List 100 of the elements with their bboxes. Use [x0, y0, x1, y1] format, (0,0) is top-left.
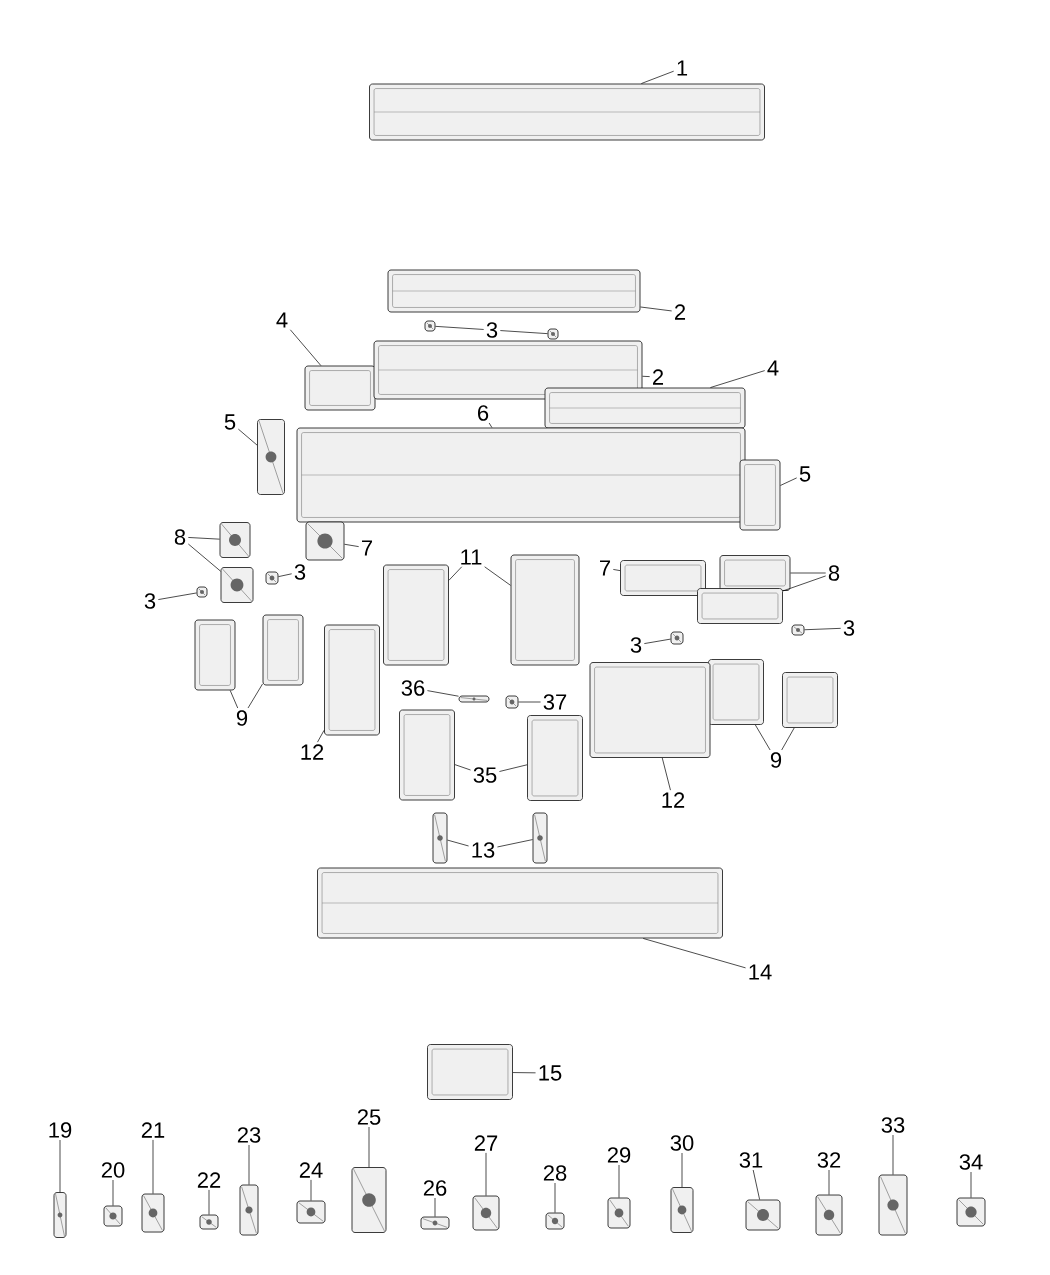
- leader-line: [187, 543, 221, 572]
- part-drawing: [369, 83, 765, 141]
- part-drawing: [527, 715, 583, 801]
- callout-number: 12: [662, 792, 685, 808]
- leader-line: [681, 1152, 683, 1188]
- leader-line: [187, 537, 220, 540]
- part-drawing: [589, 662, 711, 758]
- leader-line: [642, 375, 651, 377]
- part-drawing: [697, 588, 783, 624]
- callout-number: 3: [630, 637, 642, 653]
- part-drawing: [607, 1197, 631, 1229]
- callout-number: 19: [49, 1122, 72, 1138]
- leader-line: [640, 306, 673, 312]
- leader-line: [618, 1164, 620, 1198]
- part-drawing: [427, 1044, 513, 1100]
- callout-number: 27: [474, 1135, 498, 1151]
- leader-line: [435, 326, 485, 330]
- part-drawing: [296, 1200, 326, 1224]
- part-drawing: [53, 1192, 67, 1238]
- leader-line: [518, 701, 541, 703]
- callout-number: 4: [276, 312, 288, 328]
- leader-line: [248, 1144, 250, 1185]
- leader-line: [427, 690, 459, 697]
- callout-number: 7: [600, 560, 610, 576]
- callout-number: 6: [478, 405, 489, 421]
- leader-line: [208, 1189, 210, 1215]
- callout-number: 8: [828, 565, 840, 581]
- leader-line: [828, 1169, 830, 1195]
- part-drawing: [791, 624, 805, 636]
- callout-number: 20: [101, 1162, 125, 1178]
- callout-number: 11: [461, 549, 482, 565]
- callout-number: 35: [473, 767, 497, 783]
- part-drawing: [305, 521, 345, 561]
- part-drawing: [782, 672, 838, 728]
- part-drawing: [239, 1184, 259, 1236]
- leader-line: [752, 1169, 760, 1200]
- leader-line: [488, 422, 493, 428]
- callout-number: 3: [144, 593, 156, 609]
- callout-number: 37: [543, 694, 567, 710]
- part-drawing: [387, 269, 641, 313]
- leader-line: [157, 592, 197, 600]
- leader-line: [497, 839, 533, 848]
- part-drawing: [719, 555, 791, 591]
- part-drawing: [265, 571, 279, 585]
- part-drawing: [420, 1216, 450, 1230]
- leader-line: [448, 566, 463, 581]
- callout-number: 9: [236, 710, 248, 726]
- leader-line: [368, 1126, 370, 1168]
- part-drawing: [532, 812, 548, 864]
- callout-number: 9: [770, 752, 782, 768]
- callout-number: 32: [817, 1152, 841, 1168]
- leader-line: [641, 70, 675, 84]
- part-drawing: [219, 522, 251, 558]
- callout-number: 5: [224, 414, 236, 430]
- leader-line: [434, 1197, 436, 1217]
- part-drawing: [141, 1193, 165, 1233]
- part-drawing: [317, 867, 723, 939]
- part-drawing: [878, 1174, 908, 1236]
- part-drawing: [304, 365, 376, 411]
- part-drawing: [383, 564, 449, 666]
- callout-number: 33: [881, 1117, 905, 1133]
- part-drawing: [739, 459, 781, 531]
- leader-line: [790, 572, 827, 574]
- callout-number: 3: [486, 322, 498, 338]
- leader-line: [59, 1139, 61, 1193]
- leader-line: [661, 757, 671, 791]
- callout-number: 26: [423, 1180, 447, 1196]
- leader-line: [781, 727, 795, 751]
- part-drawing: [670, 631, 684, 645]
- part-drawing: [262, 614, 304, 686]
- callout-number: 12: [301, 744, 324, 760]
- callout-number: 30: [670, 1135, 694, 1151]
- leader-line: [892, 1134, 894, 1175]
- part-drawing: [103, 1205, 123, 1227]
- part-drawing: [196, 586, 208, 598]
- part-drawing: [458, 695, 490, 703]
- part-drawing: [432, 812, 448, 864]
- part-drawing: [708, 659, 764, 725]
- leader-line: [454, 764, 471, 771]
- callout-number: 2: [653, 369, 663, 385]
- part-drawing: [745, 1199, 781, 1231]
- callout-number: 4: [767, 360, 779, 376]
- leader-line: [278, 573, 293, 577]
- callout-number: 21: [141, 1122, 165, 1138]
- callout-number: 13: [472, 842, 495, 858]
- callout-number: 15: [539, 1065, 562, 1081]
- part-drawing: [424, 320, 436, 332]
- leader-line: [804, 628, 842, 631]
- leader-line: [229, 690, 239, 709]
- leader-line: [755, 724, 771, 751]
- callout-number: 36: [401, 680, 425, 696]
- part-drawing: [257, 419, 285, 495]
- callout-number: 24: [299, 1162, 323, 1178]
- leader-line: [780, 477, 798, 486]
- leader-line: [612, 569, 621, 571]
- callout-number: 3: [843, 620, 855, 636]
- part-drawing: [296, 427, 746, 523]
- part-drawing: [815, 1194, 843, 1236]
- leader-line: [485, 1152, 487, 1196]
- leader-line: [247, 683, 263, 709]
